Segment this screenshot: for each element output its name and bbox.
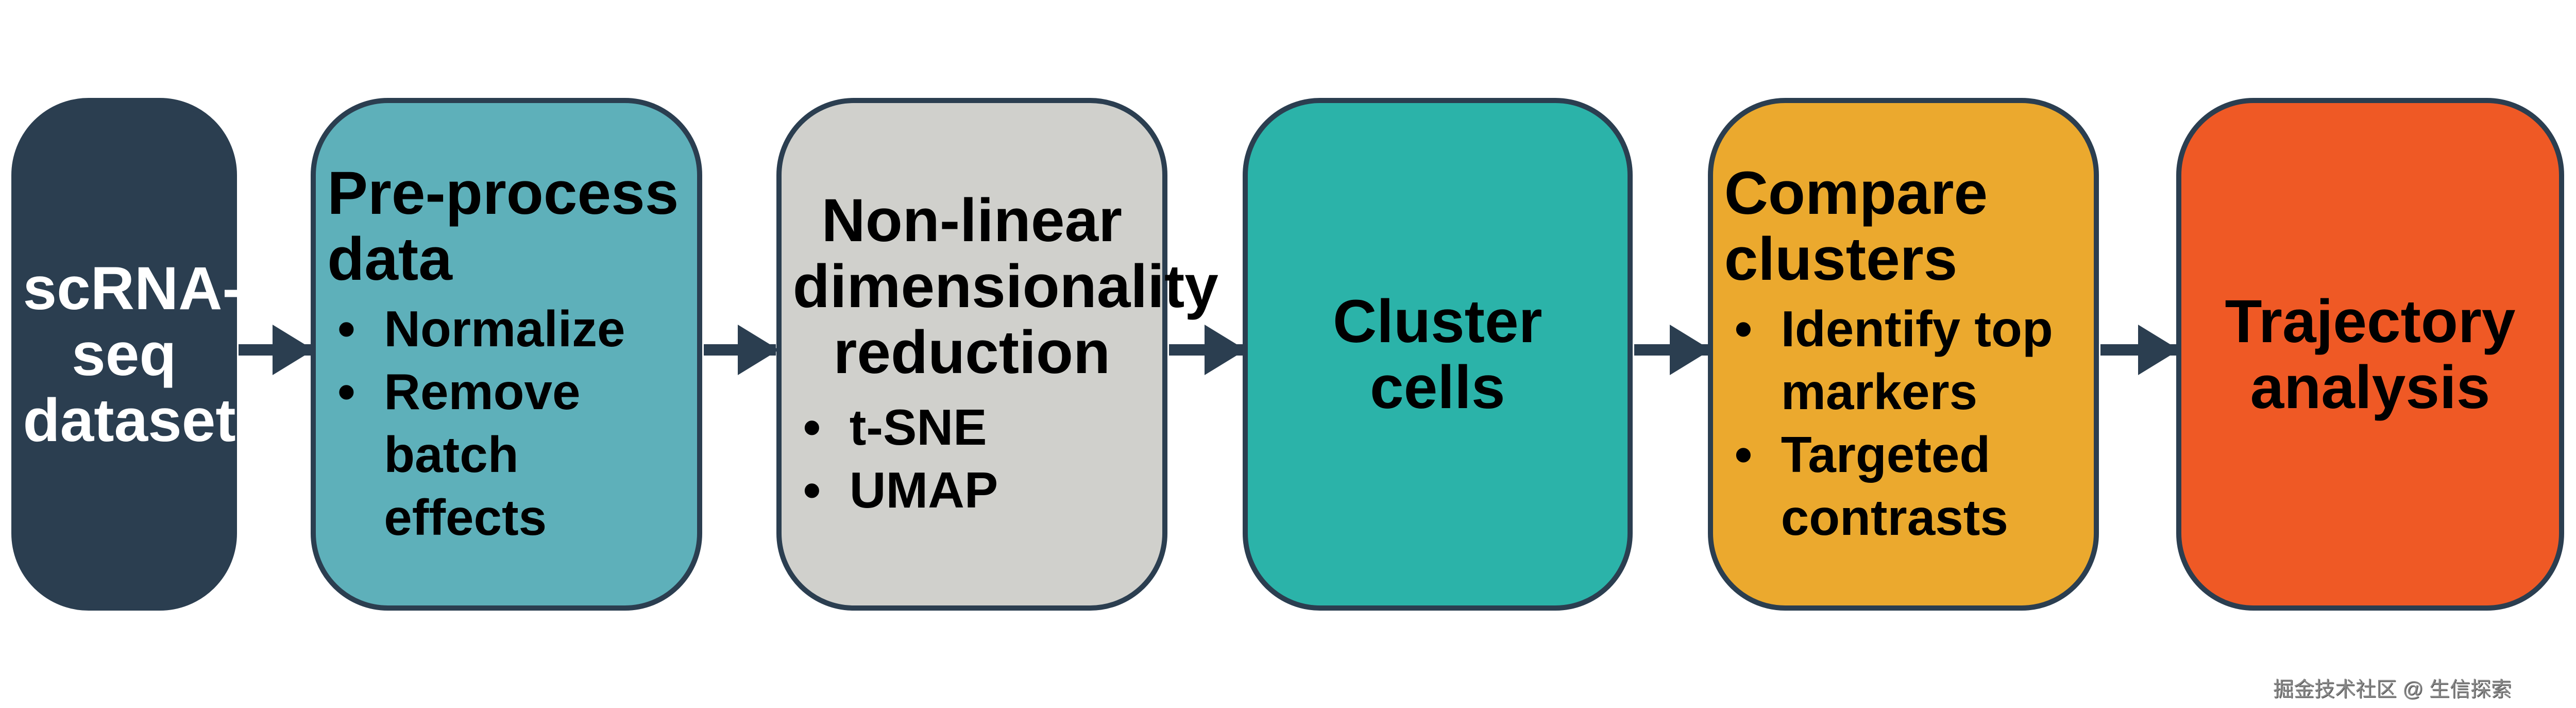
- step-title-line: seq: [72, 320, 177, 389]
- step-title: Pre-process data: [327, 159, 679, 293]
- step-pre-process-data: Pre-process data •Normalize •Remove batc…: [311, 98, 702, 611]
- bullet-icon: •: [1734, 300, 1752, 357]
- step-non-linear-dimensionality-reduction: Non-linear dimensionality reduction •t-S…: [776, 98, 1218, 611]
- step-title-line: analysis: [2250, 353, 2490, 422]
- arrow-2: [703, 325, 779, 375]
- bullet-icon: •: [337, 363, 355, 420]
- step-title-line: dataset: [23, 386, 236, 454]
- arrow-head-icon: [273, 325, 314, 375]
- watermark: 掘金技术社区 @ 生信探索: [2273, 678, 2512, 701]
- arrow-head-icon: [1204, 325, 1246, 375]
- bullet-list: •Normalize •Remove batch effects: [327, 297, 685, 549]
- bullet-item: •UMAP: [793, 459, 1151, 521]
- bullet-item: •Targeted contrasts: [1724, 423, 2082, 549]
- arrow-head-icon: [1669, 325, 1711, 375]
- bullet-item: •Normalize: [327, 297, 685, 360]
- bullet-icon: •: [803, 461, 821, 518]
- arrow-3: [1169, 325, 1246, 375]
- arrow-1: [238, 325, 314, 375]
- arrow-5: [2100, 325, 2179, 375]
- step-trajectory-analysis: Trajectory analysis: [2176, 98, 2564, 611]
- step-scrna-seq-dataset: scRNA- seq dataset: [11, 98, 243, 611]
- step-cluster-cells: Cluster cells: [1242, 98, 1633, 611]
- bullet-icon: •: [1734, 426, 1752, 483]
- step-title: Cluster cells: [1332, 287, 1543, 422]
- bullet-item: •Remove batch effects: [327, 360, 685, 549]
- step-content: Non-linear dimensionality reduction •t-S…: [792, 186, 1218, 521]
- step-title-line: dimensionality: [792, 252, 1218, 321]
- step-title-line: Non-linear: [821, 186, 1123, 255]
- step-title-line: reduction: [833, 318, 1111, 386]
- bullet-list: •Identify top markers •Targeted contrast…: [1724, 297, 2082, 549]
- step-content: Cluster cells: [1259, 289, 1616, 420]
- bullet-icon: •: [803, 398, 821, 456]
- bullet-list: •t-SNE •UMAP: [793, 396, 1151, 521]
- step-content: Compare clusters •Identify top markers •…: [1724, 160, 2082, 549]
- bullet-icon: •: [337, 300, 355, 357]
- step-compare-clusters: Compare clusters •Identify top markers •…: [1707, 98, 2099, 611]
- step-content: scRNA- seq dataset: [23, 254, 243, 454]
- arrow-4: [1634, 325, 1711, 375]
- bullet-item: •t-SNE: [793, 396, 1151, 459]
- bullet-item: •Identify top markers: [1724, 297, 2082, 423]
- step-content: Trajectory analysis: [2225, 289, 2515, 420]
- arrow-head-icon: [2138, 325, 2179, 375]
- arrow-head-icon: [738, 325, 779, 375]
- step-title-line: Trajectory: [2225, 287, 2516, 356]
- step-title: Compare clusters: [1724, 159, 1988, 293]
- step-content: Pre-process data •Normalize •Remove batc…: [327, 160, 685, 549]
- step-title-line: scRNA-: [23, 254, 243, 323]
